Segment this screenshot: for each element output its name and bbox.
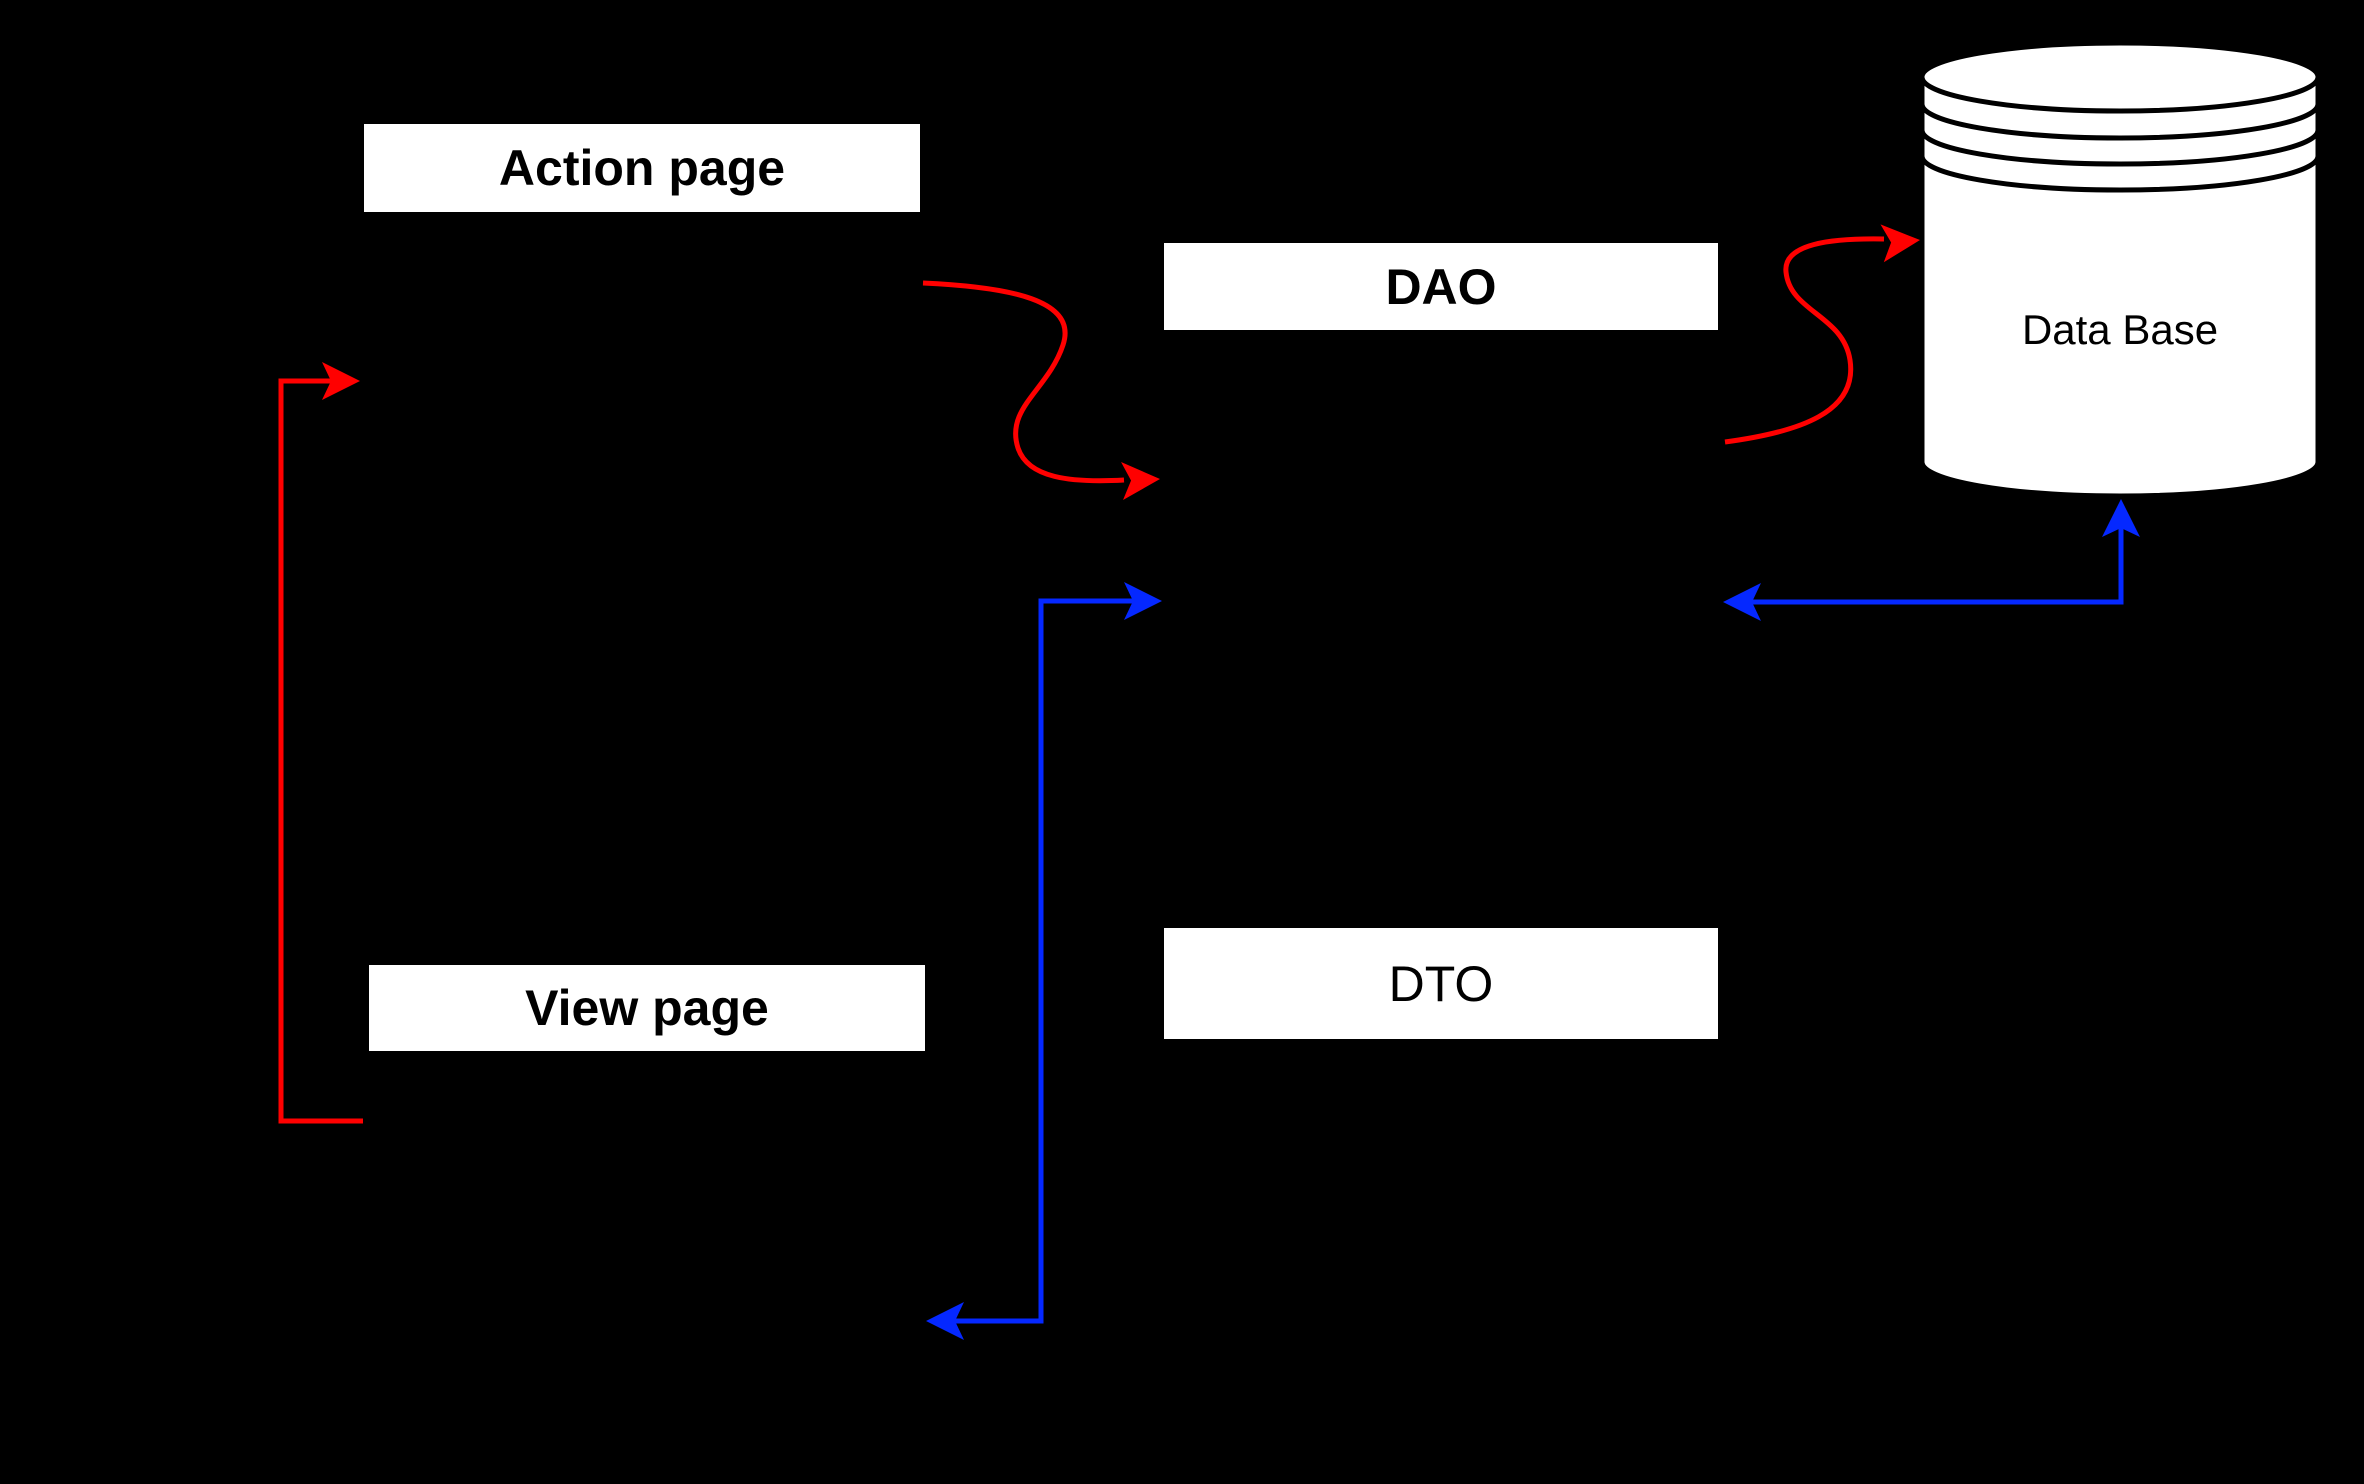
- arrow-action-page-to-dao: [922, 280, 1160, 500]
- arrow-database-to-dao-head-left: [1723, 583, 1761, 621]
- database-label: Data Base: [2021, 306, 2219, 353]
- arrow-view-page-to-action-page: [278, 362, 363, 1124]
- database-disk-line-1: [1919, 103, 2321, 141]
- arrow-dao-to-database-head: [1880, 224, 1920, 263]
- arrow-dao-to-database-line: [1724, 236, 1885, 445]
- node-dao-label: DAO: [1385, 258, 1497, 315]
- arrow-dao-to-view-page-head-right: [1124, 582, 1162, 620]
- node-dto: DTO: [1164, 928, 1718, 1039]
- arrow-dao-to-view-page-line: [952, 598, 1138, 1324]
- arrow-action-page-to-dao-head: [1121, 462, 1160, 500]
- arrow-view-page-to-action-page-head: [322, 362, 360, 400]
- node-dao: DAO: [1164, 243, 1718, 330]
- arrow-view-page-to-action-page-line: [278, 378, 363, 1124]
- node-action-page-label: Action page: [498, 140, 786, 196]
- arrow-dao-to-view-page: [926, 582, 1162, 1340]
- database-cylinder-top: [1919, 40, 2321, 114]
- arrow-database-to-dao: [1723, 499, 2140, 621]
- node-action-page: Action page: [364, 124, 920, 212]
- arrow-dao-to-database: [1724, 224, 1920, 445]
- arrow-database-to-dao-head-up: [2102, 499, 2140, 537]
- database-cylinder-body: [1919, 77, 2321, 499]
- node-view-page: View page: [369, 965, 925, 1051]
- node-view-page-label: View page: [525, 980, 769, 1036]
- arrow-dao-to-view-page-head-left: [926, 1302, 964, 1340]
- arrow-action-page-to-dao-line: [922, 280, 1125, 484]
- database-disk-line-3: [1919, 155, 2321, 193]
- node-dto-label: DTO: [1388, 955, 1494, 1012]
- arrow-database-to-dao-line: [1748, 520, 2124, 605]
- database-disk-line-2: [1919, 129, 2321, 167]
- database-cylinder: [1919, 40, 2321, 499]
